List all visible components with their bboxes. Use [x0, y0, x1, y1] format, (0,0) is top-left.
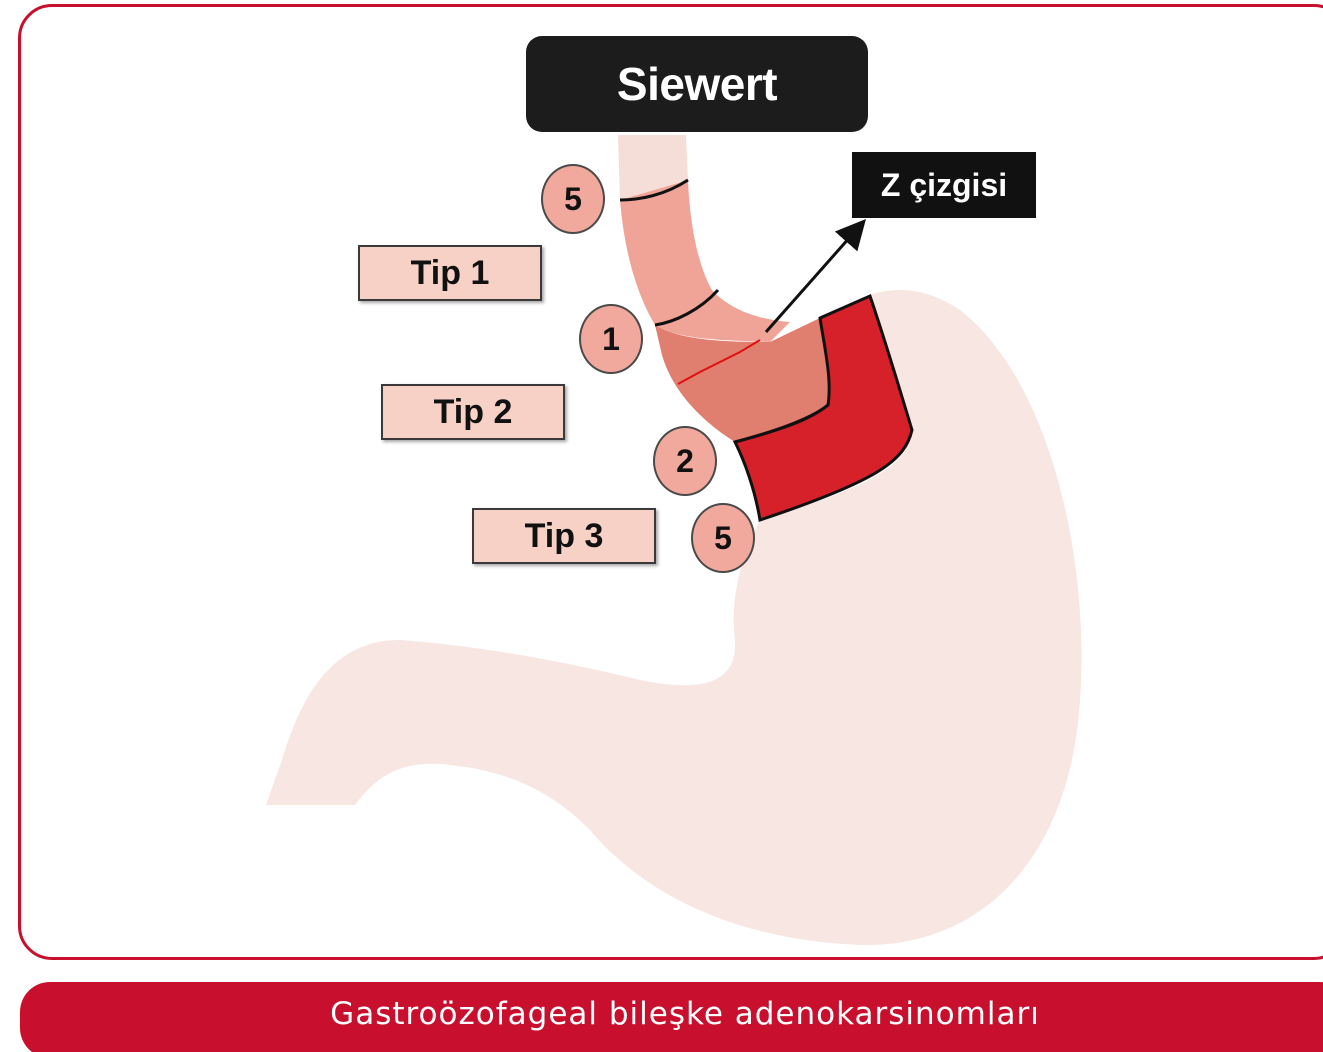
distance-marker-lower: 5	[691, 503, 755, 573]
esophagus-upper	[620, 180, 790, 342]
caption-bar: Gastroözofageal bileşke adenokarsinomlar…	[20, 982, 1323, 1052]
z-line-label: Z çizgisi	[852, 152, 1036, 218]
distance-marker-upper: 5	[541, 164, 605, 234]
type-3-label: Tip 3	[472, 508, 656, 564]
type-2-label: Tip 2	[381, 384, 565, 440]
type-1-label: Tip 1	[358, 245, 542, 301]
distance-marker-1: 1	[579, 304, 643, 374]
distance-marker-2: 2	[653, 426, 717, 496]
title-badge: Siewert	[526, 36, 868, 132]
